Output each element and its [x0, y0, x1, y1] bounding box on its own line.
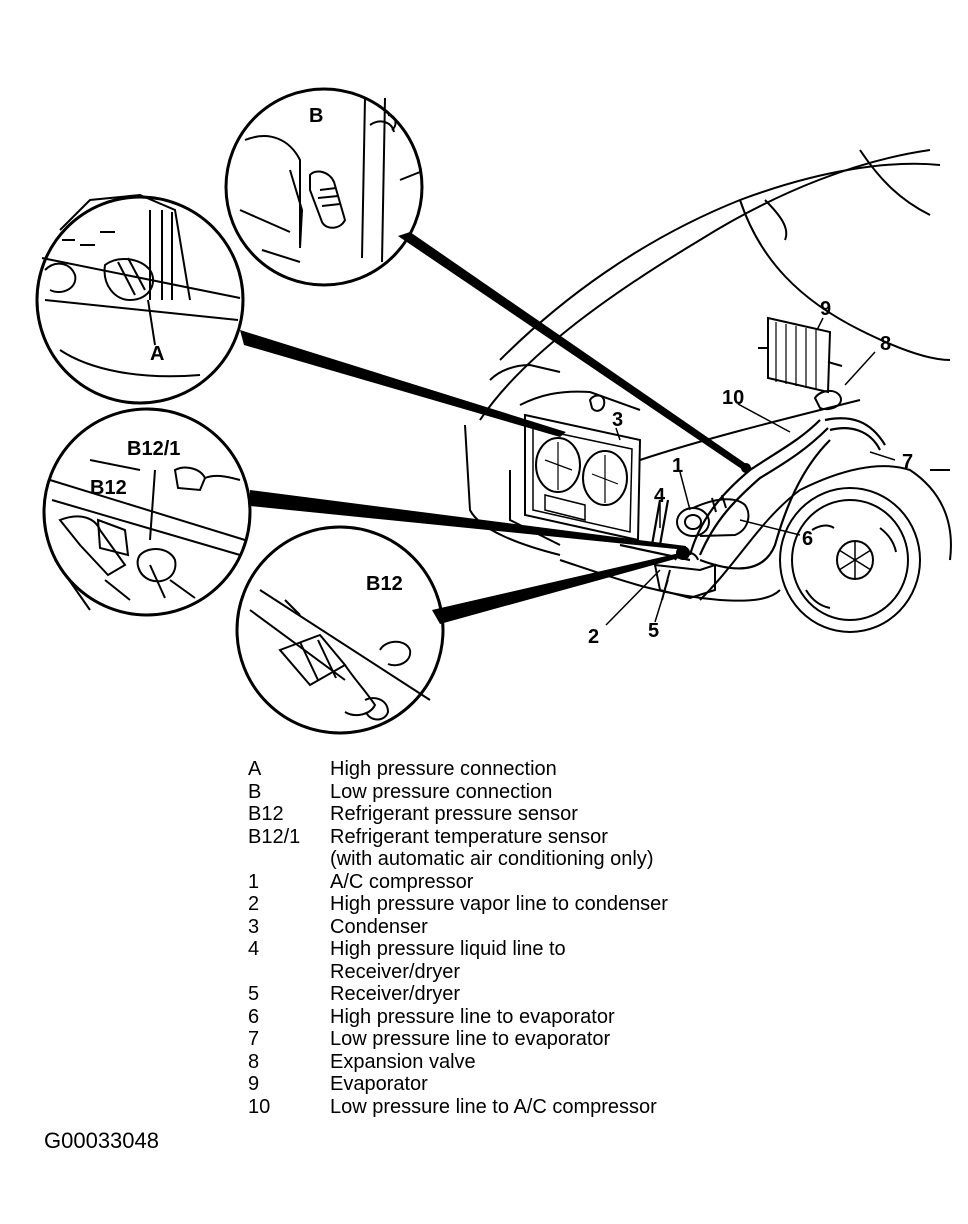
legend-text: High pressure line to evaporator [330, 1005, 615, 1028]
legend-row: 10 Low pressure line to A/C compressor [248, 1096, 768, 1119]
legend-text: Refrigerant temperature sensor (with aut… [330, 825, 654, 871]
legend-code: A [248, 758, 262, 780]
legend-code: 5 [248, 983, 260, 1005]
callout-b12-right: B12 [366, 573, 403, 595]
legend-row: B12/1 Refrigerant temperature sensor (wit… [248, 826, 768, 871]
legend-row: 5 Receiver/dryer [248, 983, 768, 1006]
legend-row: A High pressure connection [248, 758, 768, 781]
legend-row: 4 High pressure liquid line to Receiver/d… [248, 938, 768, 983]
inset-high-pressure-connection [35, 193, 245, 405]
legend-row: 1 A/C compressor [248, 871, 768, 894]
callout-b: B [309, 105, 323, 127]
legend-text: High pressure vapor line to condenser [330, 893, 668, 915]
callout-2: 2 [588, 626, 599, 648]
legend-code: B12 [248, 803, 284, 825]
legend-text: High pressure connection [330, 758, 557, 780]
legend-code: B12/1 [248, 825, 301, 848]
legend-code: 8 [248, 1050, 260, 1073]
legend-text: Low pressure line to A/C compressor [330, 1095, 657, 1118]
legend-row: 6 High pressure line to evaporator [248, 1006, 768, 1029]
callout-leaders [605, 317, 896, 626]
legend-row: 7 Low pressure line to evaporator [248, 1028, 768, 1051]
callout-7: 7 [902, 451, 913, 473]
legend-code: 2 [248, 893, 260, 915]
legend-row: 9 Evaporator [248, 1073, 768, 1096]
condenser-drawing [509, 413, 642, 546]
callout-9: 9 [820, 298, 831, 320]
legend-text: A/C compressor [330, 870, 474, 893]
evaporator-drawing [758, 316, 843, 411]
callout-3: 3 [612, 409, 623, 431]
legend-row: 2 High pressure vapor line to condenser [248, 893, 768, 916]
inset-temperature-sensor [42, 407, 252, 617]
legend-text: Receiver/dryer [330, 983, 461, 1005]
figure-id: G00033048 [44, 1128, 159, 1153]
legend-code: 1 [248, 870, 260, 893]
legend-text: High pressure liquid line to Receiver/dr… [330, 938, 566, 983]
callout-8: 8 [880, 333, 891, 355]
legend-row: B Low pressure connection [248, 781, 768, 804]
legend-row: 8 Expansion valve [248, 1051, 768, 1074]
legend-row: 3 Condenser [248, 916, 768, 939]
car-body [464, 149, 952, 602]
legend-text: Evaporator [330, 1073, 428, 1095]
pointer-wedges [240, 232, 752, 624]
inset-pressure-sensor [235, 525, 445, 735]
legend-text: Expansion valve [330, 1050, 476, 1073]
legend-text: Low pressure line to evaporator [330, 1028, 611, 1050]
legend-code: 4 [248, 938, 260, 960]
inset-low-pressure-connection [224, 87, 424, 287]
legend-code: 7 [248, 1028, 260, 1050]
legend-code: 9 [248, 1073, 260, 1095]
legend-text: Low pressure connection [330, 780, 553, 803]
legend-text: Condenser [330, 915, 428, 938]
legend-code: 6 [248, 1005, 260, 1028]
callout-1: 1 [672, 455, 683, 477]
legend-text: Refrigerant pressure sensor [330, 803, 578, 825]
callout-4: 4 [654, 485, 666, 507]
front-wheel [779, 487, 921, 633]
callout-5: 5 [648, 620, 659, 642]
legend-row: B12 Refrigerant pressure sensor [248, 803, 768, 826]
legend-code: 3 [248, 915, 260, 938]
callout-b12-1: B12/1 [127, 438, 180, 460]
callout-a: A [150, 343, 164, 365]
callout-10: 10 [722, 387, 744, 409]
legend-code: 10 [248, 1095, 271, 1118]
callout-b12-left: B12 [90, 477, 127, 499]
legend-code: B [248, 780, 262, 803]
callout-6: 6 [802, 528, 813, 550]
